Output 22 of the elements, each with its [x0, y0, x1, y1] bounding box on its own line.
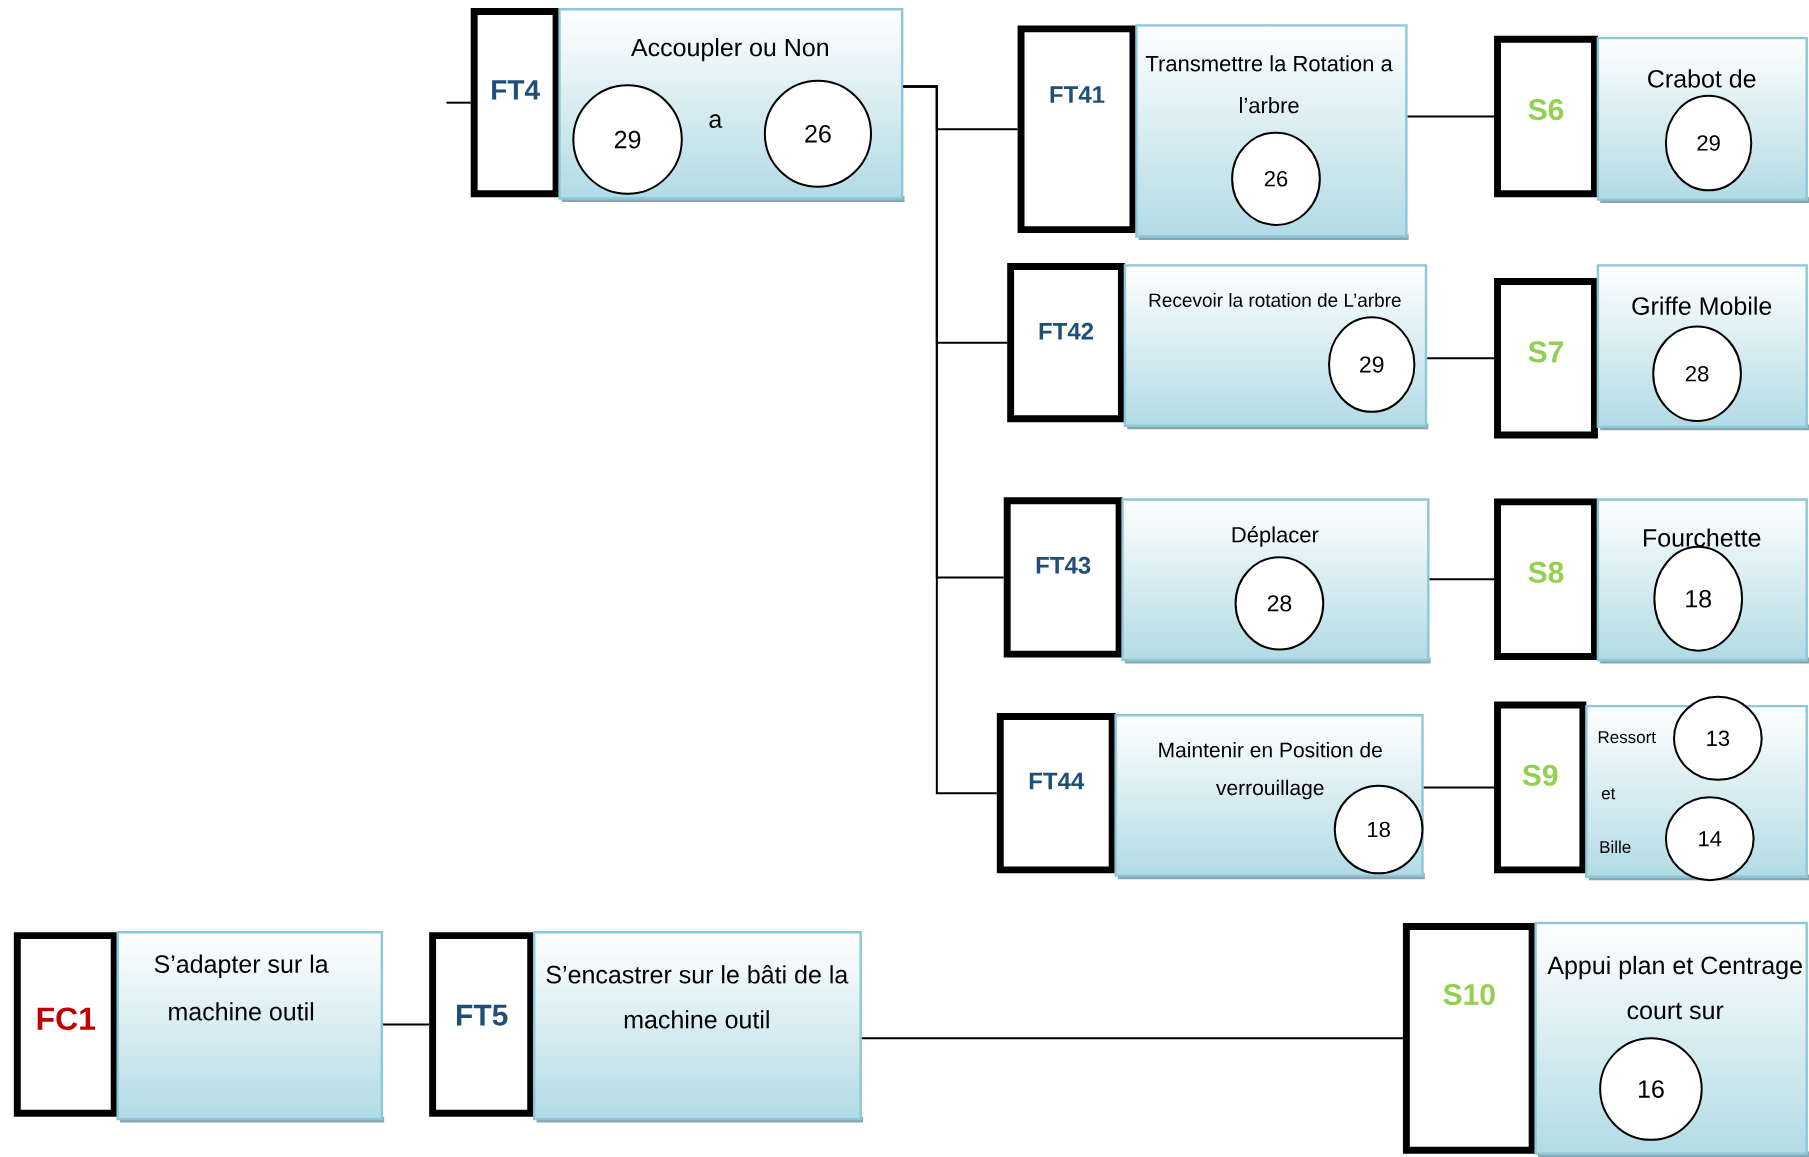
connector-line [1422, 786, 1496, 789]
connector-line [1428, 578, 1496, 581]
function-box: S’encastrer sur le bâti de la machine outil [532, 930, 863, 1123]
label-box: FT44 [996, 712, 1116, 874]
connector-line [902, 85, 998, 795]
label-box: S9 [1494, 701, 1587, 874]
connector-line [860, 1037, 1404, 1040]
label-box: FT4 [470, 8, 560, 198]
label-box: FT43 [1003, 497, 1123, 658]
label-box: FT42 [1007, 262, 1125, 423]
label-box: FT5 [429, 932, 535, 1117]
label-box: FC1 [13, 932, 118, 1117]
connector-line [1406, 115, 1496, 118]
connector-line [1426, 357, 1496, 360]
connector-line [445, 101, 472, 104]
label-box: FT41 [1017, 25, 1137, 233]
label-box: S8 [1494, 498, 1598, 660]
connector-line [382, 1023, 431, 1026]
label-box: S6 [1494, 35, 1598, 198]
function-box: S’adapter sur la machine outil [116, 930, 385, 1123]
label-box: S10 [1402, 922, 1536, 1154]
label-box: S7 [1494, 277, 1598, 439]
